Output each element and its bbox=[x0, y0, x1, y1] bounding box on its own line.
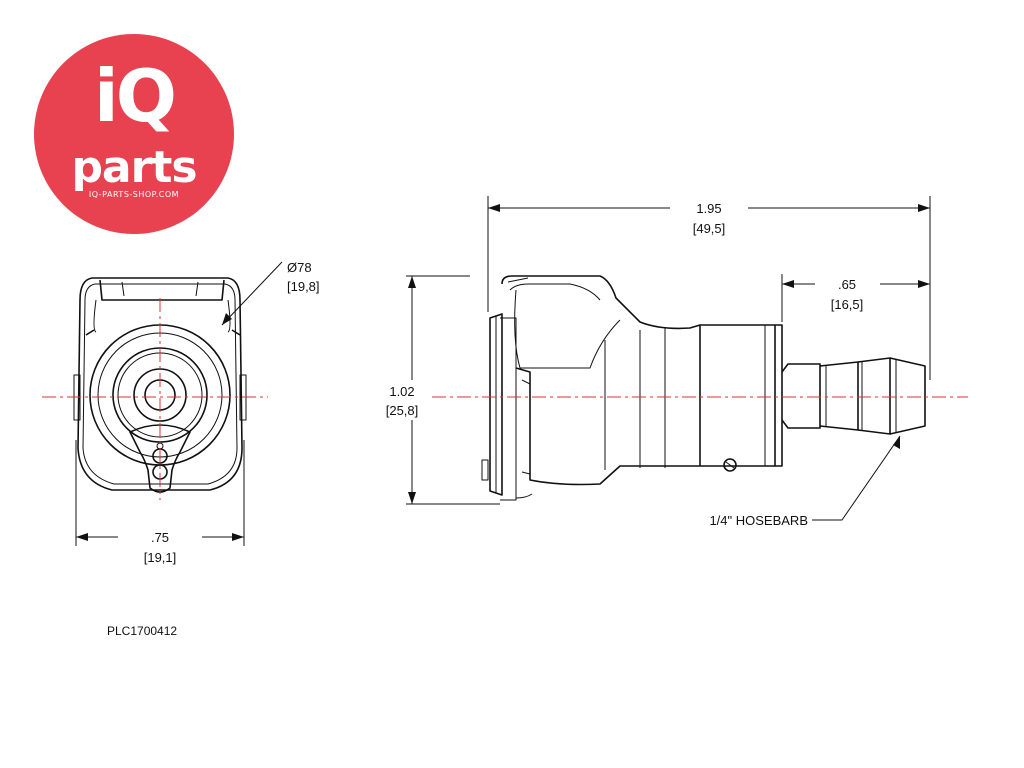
dim-length-metric: [49,5] bbox=[693, 221, 726, 236]
side-view bbox=[481, 275, 926, 501]
iq-parts-logo: iQ parts IQ-PARTS-SHOP.COM bbox=[34, 34, 234, 234]
dim-height-value: 1.02 bbox=[389, 384, 414, 399]
logo-url-text: IQ-PARTS-SHOP.COM bbox=[88, 190, 180, 199]
logo-parts-text: parts bbox=[71, 142, 197, 193]
dim-barb-value: .65 bbox=[838, 277, 856, 292]
dim-barb-metric: [16,5] bbox=[831, 297, 864, 312]
logo-iq-text: iQ bbox=[94, 54, 177, 138]
dim-length-value: 1.95 bbox=[696, 201, 721, 216]
dim-width-metric: [19,1] bbox=[144, 550, 177, 565]
part-number: PLC1700412 bbox=[107, 624, 178, 638]
dim-height-metric: [25,8] bbox=[386, 403, 419, 418]
center-lines bbox=[42, 298, 968, 500]
arrowheads bbox=[76, 204, 930, 541]
dimension-lines bbox=[75, 196, 931, 546]
hosebarb-callout: 1/4" HOSEBARB bbox=[709, 513, 808, 528]
dim-width-value: .75 bbox=[151, 530, 169, 545]
dim-diameter-metric: [19,8] bbox=[287, 279, 320, 294]
front-view bbox=[73, 277, 247, 493]
dim-diameter-value: Ø78 bbox=[287, 260, 312, 275]
